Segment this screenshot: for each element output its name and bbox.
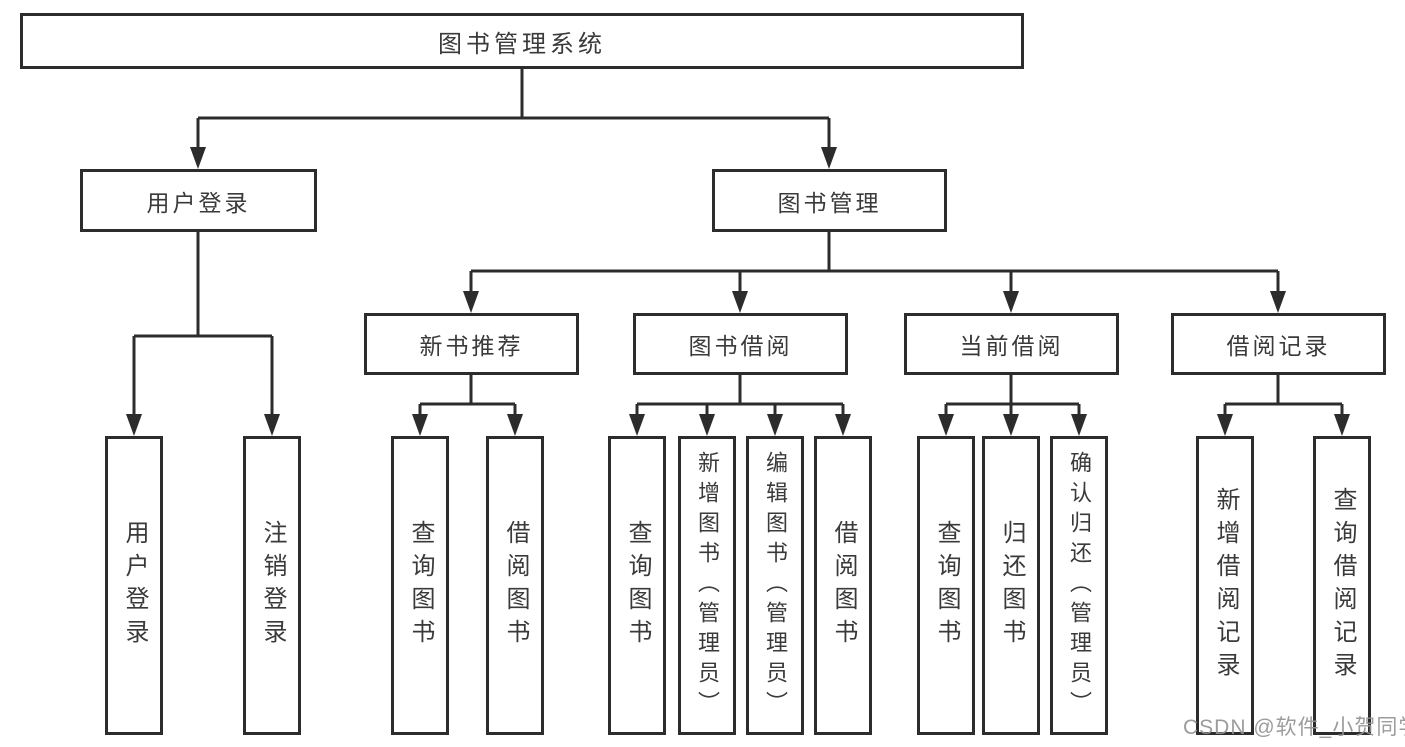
- connector-user-login: [132, 232, 274, 416]
- leaf-label: 归还图书: [998, 519, 1025, 652]
- connector-new-book-recommend: [418, 375, 517, 416]
- connector-borrow-records: [1223, 375, 1344, 416]
- leaf-query-books-current: 查询图书: [917, 436, 975, 735]
- leaf-label: 新增借阅记录: [1212, 486, 1239, 685]
- node-user-login: 用户登录: [80, 169, 317, 232]
- leaf-label: 查询图书: [624, 519, 651, 652]
- node-book-management: 图书管理: [712, 169, 947, 232]
- connector-current-borrowing: [944, 375, 1081, 416]
- node-library-management-system: 图书管理系统: [20, 13, 1024, 69]
- connector-root: [196, 69, 831, 149]
- node-new-book-recommend: 新书推荐: [364, 313, 579, 375]
- arrowheads: [126, 147, 1350, 436]
- leaf-label: 编辑图书（管理员）: [763, 450, 788, 721]
- connector-book-management: [469, 232, 1280, 293]
- leaf-edit-books-admin: 编辑图书（管理员）: [746, 436, 804, 735]
- node-borrow-records: 借阅记录: [1171, 313, 1386, 375]
- leaf-query-books-borrowing: 查询图书: [608, 436, 666, 735]
- node-book-borrowing: 图书借阅: [633, 313, 848, 375]
- connector-book-borrowing: [635, 375, 845, 416]
- leaf-add-books-admin: 新增图书（管理员）: [678, 436, 736, 735]
- leaf-label: 查询图书: [933, 519, 960, 652]
- leaf-label: 用户登录: [121, 519, 148, 652]
- leaf-return-books: 归还图书: [982, 436, 1040, 735]
- leaf-query-books-recommend: 查询图书: [391, 436, 449, 735]
- leaf-label: 注销登录: [259, 519, 286, 652]
- leaf-label: 确认归还（管理员）: [1067, 450, 1092, 721]
- leaf-borrow-books-recommend: 借阅图书: [486, 436, 544, 735]
- leaf-query-borrow-record: 查询借阅记录: [1313, 436, 1371, 735]
- leaf-user-login: 用户登录: [105, 436, 163, 735]
- node-current-borrowing: 当前借阅: [904, 313, 1119, 375]
- leaf-label: 查询图书: [407, 519, 434, 652]
- leaf-label: 新增图书（管理员）: [695, 450, 720, 721]
- leaf-label: 借阅图书: [830, 519, 857, 652]
- leaf-borrow-books-borrowing: 借阅图书: [814, 436, 872, 735]
- leaf-confirm-return-admin: 确认归还（管理员）: [1050, 436, 1108, 735]
- csdn-watermark: CSDN @软件_小贺同学: [1183, 716, 1405, 739]
- leaf-label: 借阅图书: [502, 519, 529, 652]
- leaf-label: 查询借阅记录: [1329, 486, 1356, 685]
- leaf-logout: 注销登录: [243, 436, 301, 735]
- leaf-add-borrow-record: 新增借阅记录: [1196, 436, 1254, 735]
